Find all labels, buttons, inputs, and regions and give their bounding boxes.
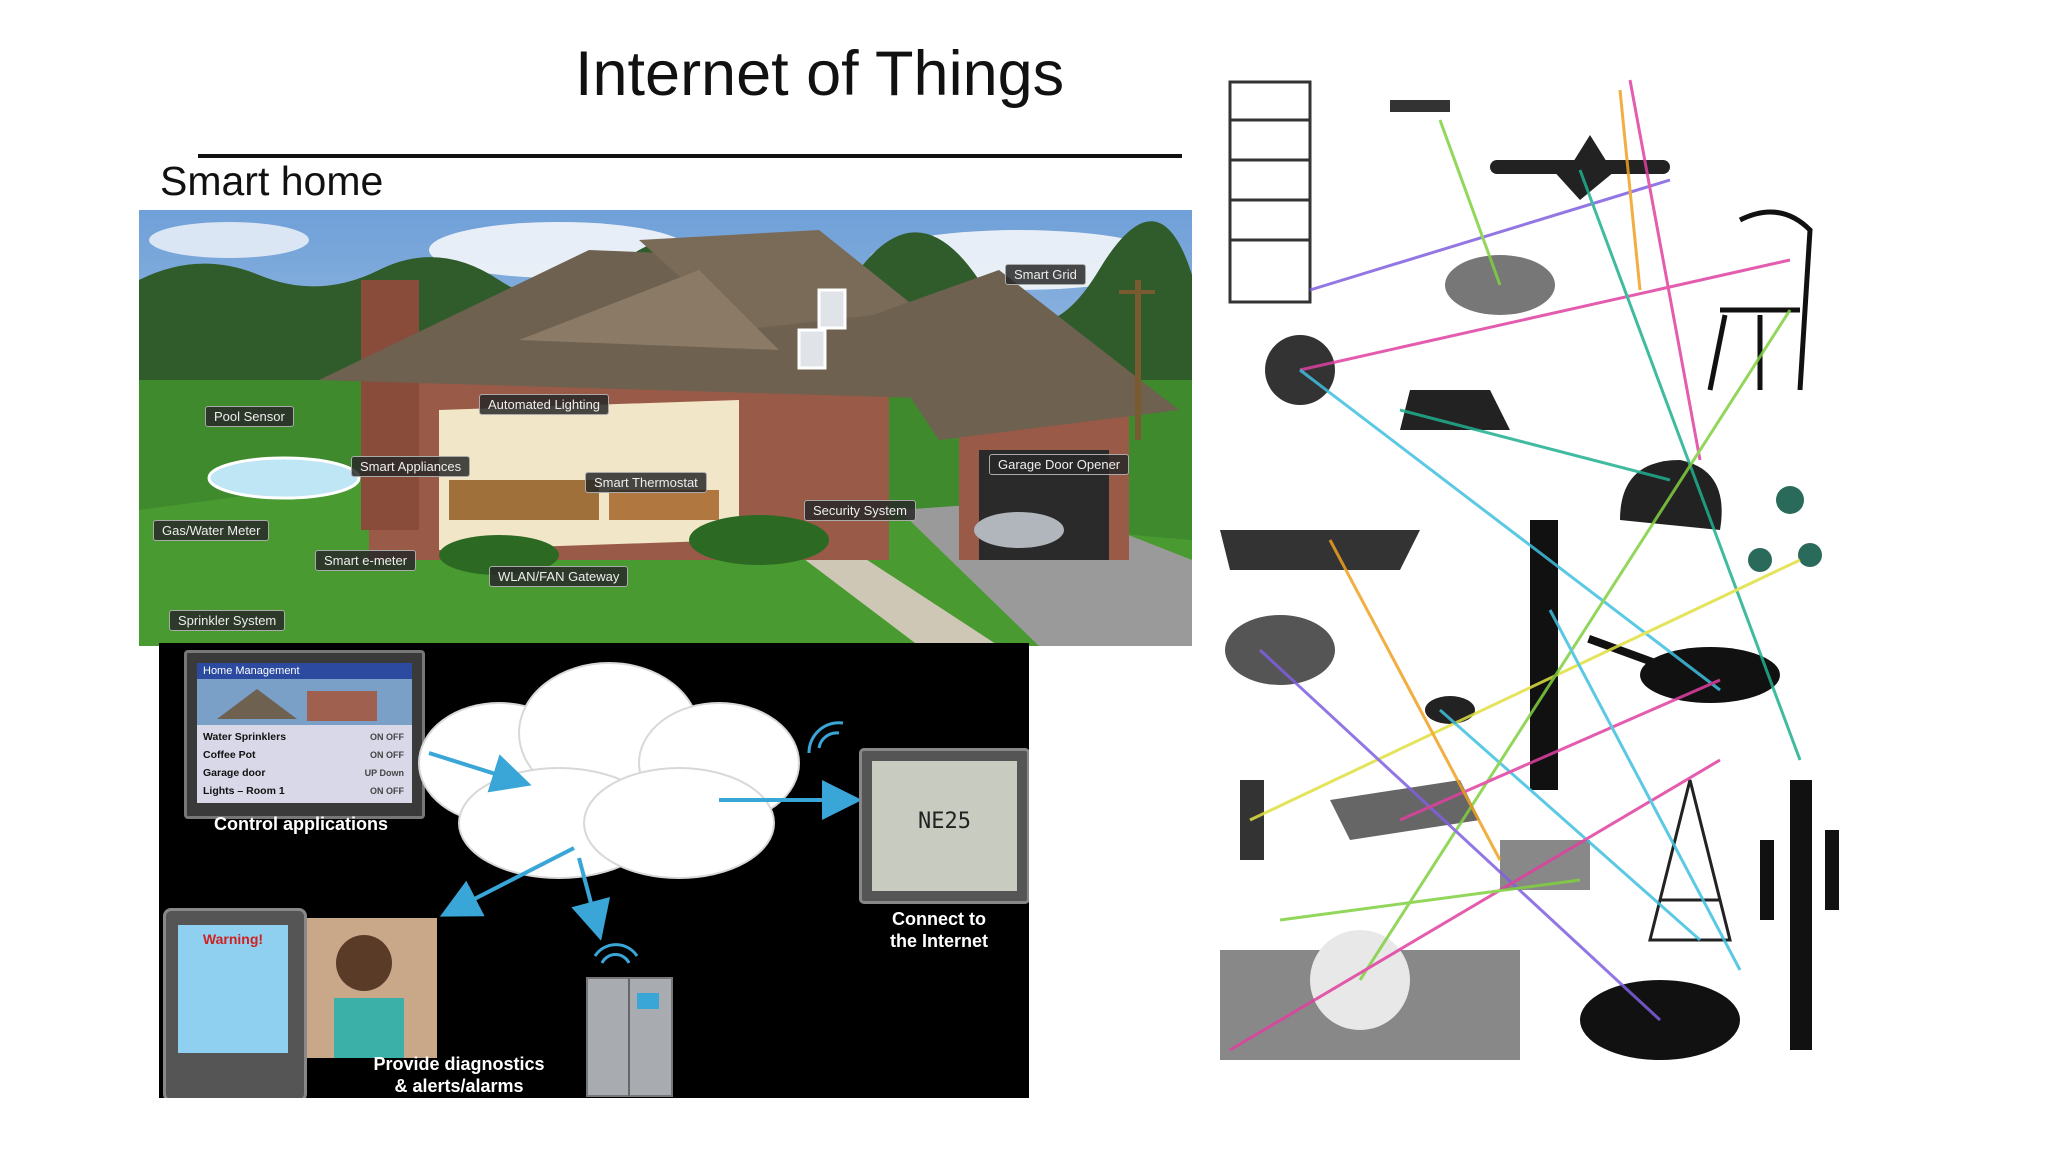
ship-icon — [1220, 530, 1420, 570]
objects-network — [1220, 79, 1839, 1060]
control-row-state: ON OFF — [370, 732, 404, 742]
phone-warning-label: Warning! — [202, 931, 264, 947]
shoe-icon — [1400, 390, 1510, 430]
caption-control-applications: Control applications — [213, 814, 388, 834]
bakery-rack-icon — [1228, 80, 1312, 304]
control-row: Water Sprinklers ON OFF — [203, 729, 406, 745]
table-icon — [1330, 780, 1480, 840]
power-plant-icon — [1220, 930, 1520, 1060]
callout-wlan-fan-gateway: WLAN/FAN Gateway — [489, 566, 629, 587]
section-label: Smart home — [160, 158, 384, 204]
callout-security-system: Security System — [804, 500, 916, 521]
wifi-icon — [807, 721, 844, 754]
chair-icon — [1707, 209, 1813, 391]
callout-pool-sensor: Pool Sensor — [205, 406, 294, 427]
control-row-label: Coffee Pot — [203, 749, 256, 761]
smart-fridge — [586, 977, 673, 1097]
callout-smart-grid: Smart Grid — [1005, 264, 1086, 285]
callout-smart-e-meter: Smart e-meter — [315, 550, 417, 571]
cactus-icon — [1760, 780, 1839, 1050]
control-row: Coffee Pot ON OFF — [203, 747, 406, 763]
chimney-stack-icon — [1530, 520, 1558, 790]
callout-smart-appliances: Smart Appliances — [351, 456, 471, 477]
control-row-label: Lights – Room 1 — [203, 785, 285, 797]
control-tablet: Home Management Water Sprinklers ON OFF … — [184, 650, 425, 819]
molecule-icon — [1748, 486, 1822, 572]
callout-gas-water-meter: Gas/Water Meter — [153, 520, 270, 541]
wifi-icon — [593, 943, 639, 964]
house-scene — [139, 210, 1192, 646]
control-row: Lights – Room 1 ON OFF — [203, 783, 406, 799]
slide-title: Internet of Things — [575, 39, 1065, 109]
weather-screen: NE25 — [872, 761, 1017, 891]
title-divider — [198, 154, 1182, 158]
internet-cloud — [418, 662, 800, 879]
callout-smart-thermostat: Smart Thermostat — [585, 472, 707, 493]
smart-home-illustration: Smart Grid Automated Lighting Pool Senso… — [139, 210, 1192, 646]
object-links — [1229, 79, 1802, 1052]
control-row-state: ON OFF — [370, 786, 404, 796]
control-row-label: Water Sprinklers — [203, 731, 287, 743]
caption-connect-internet: Connect to the Internet — [889, 909, 988, 951]
house-thumbnail — [197, 679, 412, 725]
bird-icon — [1425, 696, 1475, 724]
control-row-state: UP Down — [364, 768, 404, 778]
alert-phone: Warning! — [163, 908, 307, 1098]
phone-screen: Warning! — [178, 925, 288, 1053]
frying-pan-icon — [1587, 635, 1780, 703]
callout-automated-lighting: Automated Lighting — [479, 394, 610, 415]
control-row: Garage door UP Down — [203, 765, 406, 781]
tablet-header: Home Management — [197, 663, 412, 679]
caption-diagnostics: Provide diagnostics & alerts/alarms — [373, 1054, 545, 1096]
cutting-board-icon — [1390, 100, 1450, 112]
callout-garage-door-opener: Garage Door Opener — [989, 454, 1130, 475]
callout-sprinkler-system: Sprinkler System — [169, 610, 286, 631]
rocks-icon — [1225, 615, 1335, 685]
tablet-screen: Home Management Water Sprinklers ON OFF … — [197, 663, 412, 803]
weather-readout: NE25 — [918, 809, 971, 834]
weather-station: NE25 — [859, 748, 1029, 904]
connection-arrows — [428, 751, 862, 941]
control-row-state: ON OFF — [370, 750, 404, 760]
cloud-and-arrows — [279, 662, 862, 1097]
connected-objects-collage — [1200, 60, 1885, 1070]
smart-home-network-diagram: Home Management Water Sprinklers ON OFF … — [159, 643, 1029, 1098]
oil-derrick-icon — [1648, 779, 1732, 942]
control-row-label: Garage door — [203, 767, 266, 779]
